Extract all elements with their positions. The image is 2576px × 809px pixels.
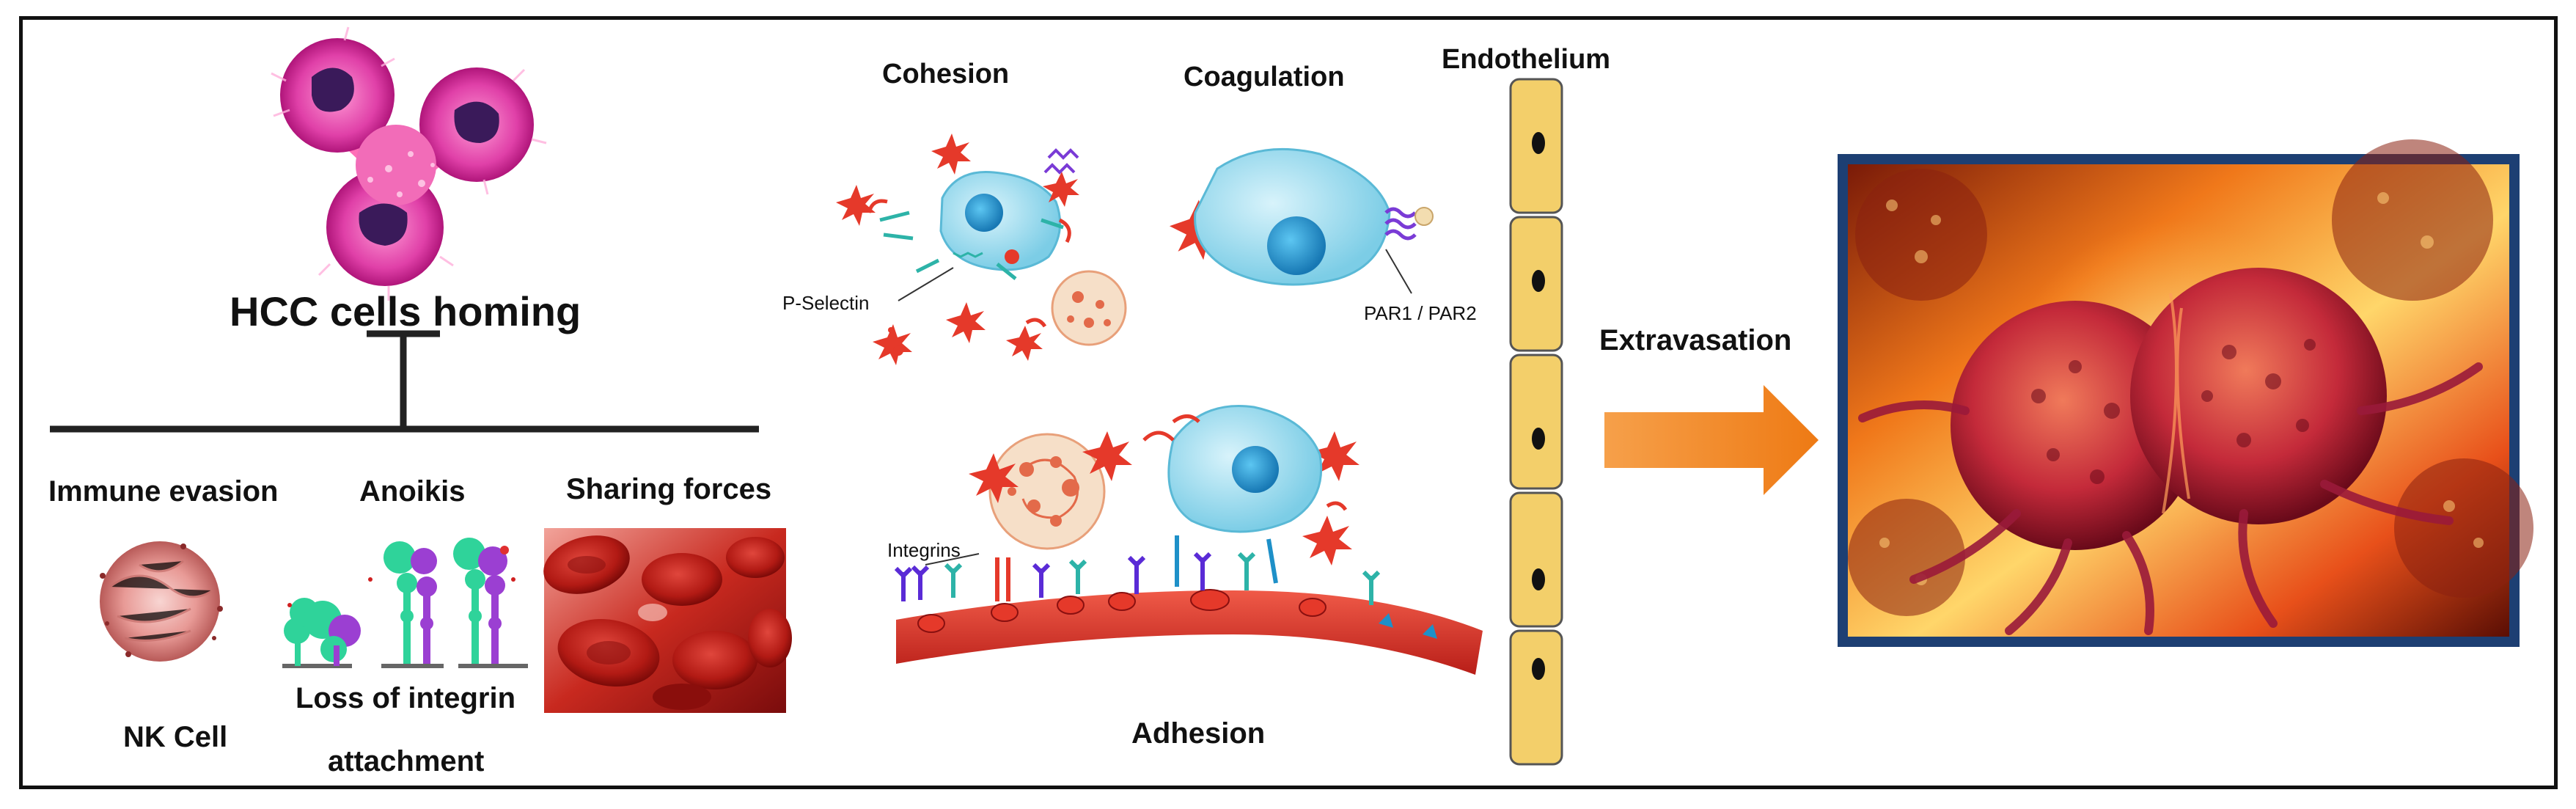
anoikis-integrin-image xyxy=(282,538,528,668)
endothelium-column xyxy=(1509,78,1563,766)
par-label: PAR1 / PAR2 xyxy=(1364,302,1477,324)
attachment-label: attachment xyxy=(328,745,485,777)
immune-evasion-label: Immune evasion xyxy=(48,475,279,508)
adhesion-illustration xyxy=(894,404,1483,675)
extravasation-label: Extravasation xyxy=(1599,324,1792,356)
nk-cell-label: NK Cell xyxy=(123,721,228,753)
inhibition-bar xyxy=(50,330,759,433)
extravasation-arrow xyxy=(1604,385,1819,495)
metastasis-cancer-image xyxy=(1838,139,2533,647)
coagulation-label: Coagulation xyxy=(1184,62,1345,92)
integrins-label: Integrins xyxy=(887,539,961,561)
sharing-forces-image xyxy=(543,528,792,713)
hcc-cells-cluster xyxy=(271,26,547,301)
loss-of-integrin-label: Loss of integrin xyxy=(296,682,515,714)
endothelium-label: Endothelium xyxy=(1442,44,1611,75)
hcc-cells-homing-label: HCC cells homing xyxy=(230,288,581,334)
anoikis-label: Anoikis xyxy=(359,475,466,508)
cohesion-label: Cohesion xyxy=(882,59,1010,89)
cohesion-illustration xyxy=(836,133,1127,365)
nk-cell-image xyxy=(100,541,223,662)
coagulation-illustration xyxy=(1169,147,1434,294)
adhesion-label: Adhesion xyxy=(1131,717,1266,750)
sharing-forces-label: Sharing forces xyxy=(566,473,772,505)
p-selectin-label: P-Selectin xyxy=(782,292,870,314)
